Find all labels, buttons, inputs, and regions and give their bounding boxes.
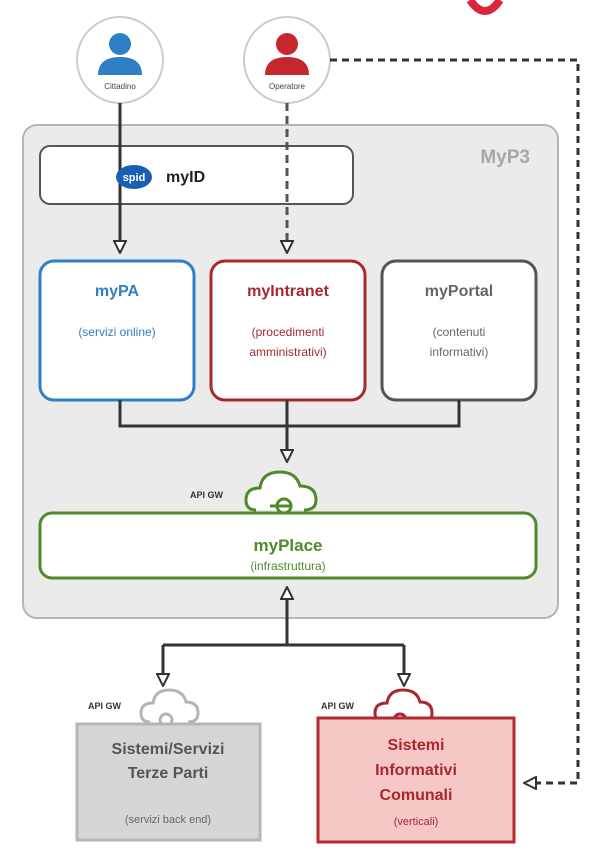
spid-badge: spid (116, 165, 152, 189)
modules-merge-connector (118, 400, 461, 456)
myplace-box[interactable] (38, 511, 538, 580)
myintranet-subtitle-line2: amministrativi) (249, 345, 326, 359)
api-gw-third-party-cloud-icon (139, 688, 200, 728)
municipal-subtitle: (verticali) (394, 816, 439, 828)
third-party-title-line1: Sistemi/Servizi (112, 741, 225, 758)
third-party-subtitle: (servizi back end) (125, 814, 211, 826)
myid-box[interactable] (39, 145, 354, 205)
myplace-subtitle: (infrastruttura) (250, 559, 325, 573)
third-party-title-line2: Terze Parti (128, 765, 209, 782)
operator-label: Operatore (269, 82, 306, 91)
municipal-title-line2: Informativi (375, 762, 457, 779)
api-gw-municipal-label: API GW (321, 701, 355, 711)
municipal-title-line3: Comunali (380, 787, 453, 804)
operator-to-municipal-connector (330, 58, 580, 783)
citizen-label: Cittadino (104, 82, 136, 91)
myintranet-title: myIntranet (247, 283, 329, 300)
myportal-subtitle-line2: informativi) (430, 345, 489, 359)
top-right-decoration (466, 0, 504, 15)
myp3-label: MyP3 (480, 147, 530, 168)
citizen-icon (98, 33, 142, 75)
third-party-systems-box[interactable] (75, 722, 262, 842)
operator-icon (265, 33, 309, 75)
myportal-title: myPortal (425, 283, 493, 300)
backend-split-connector (163, 593, 404, 680)
operator-actor[interactable]: Operatore (243, 16, 331, 104)
municipal-title-line1: Sistemi (388, 737, 445, 754)
svg-text:spid: spid (123, 172, 146, 184)
mypa-box[interactable] (38, 259, 196, 402)
citizen-actor[interactable]: Cittadino (76, 16, 164, 104)
api-gw-third-party-label: API GW (88, 701, 122, 711)
myid-label: myID (166, 169, 205, 186)
mypa-subtitle: (servizi online) (78, 325, 155, 339)
mypa-title: myPA (95, 283, 140, 300)
myplace-title: myPlace (254, 536, 323, 555)
myintranet-subtitle-line1: (procedimenti (252, 325, 325, 339)
municipal-systems-box[interactable] (316, 716, 516, 844)
myportal-subtitle-line1: (contenuti (433, 325, 486, 339)
api-gw-main-label: API GW (190, 490, 224, 500)
